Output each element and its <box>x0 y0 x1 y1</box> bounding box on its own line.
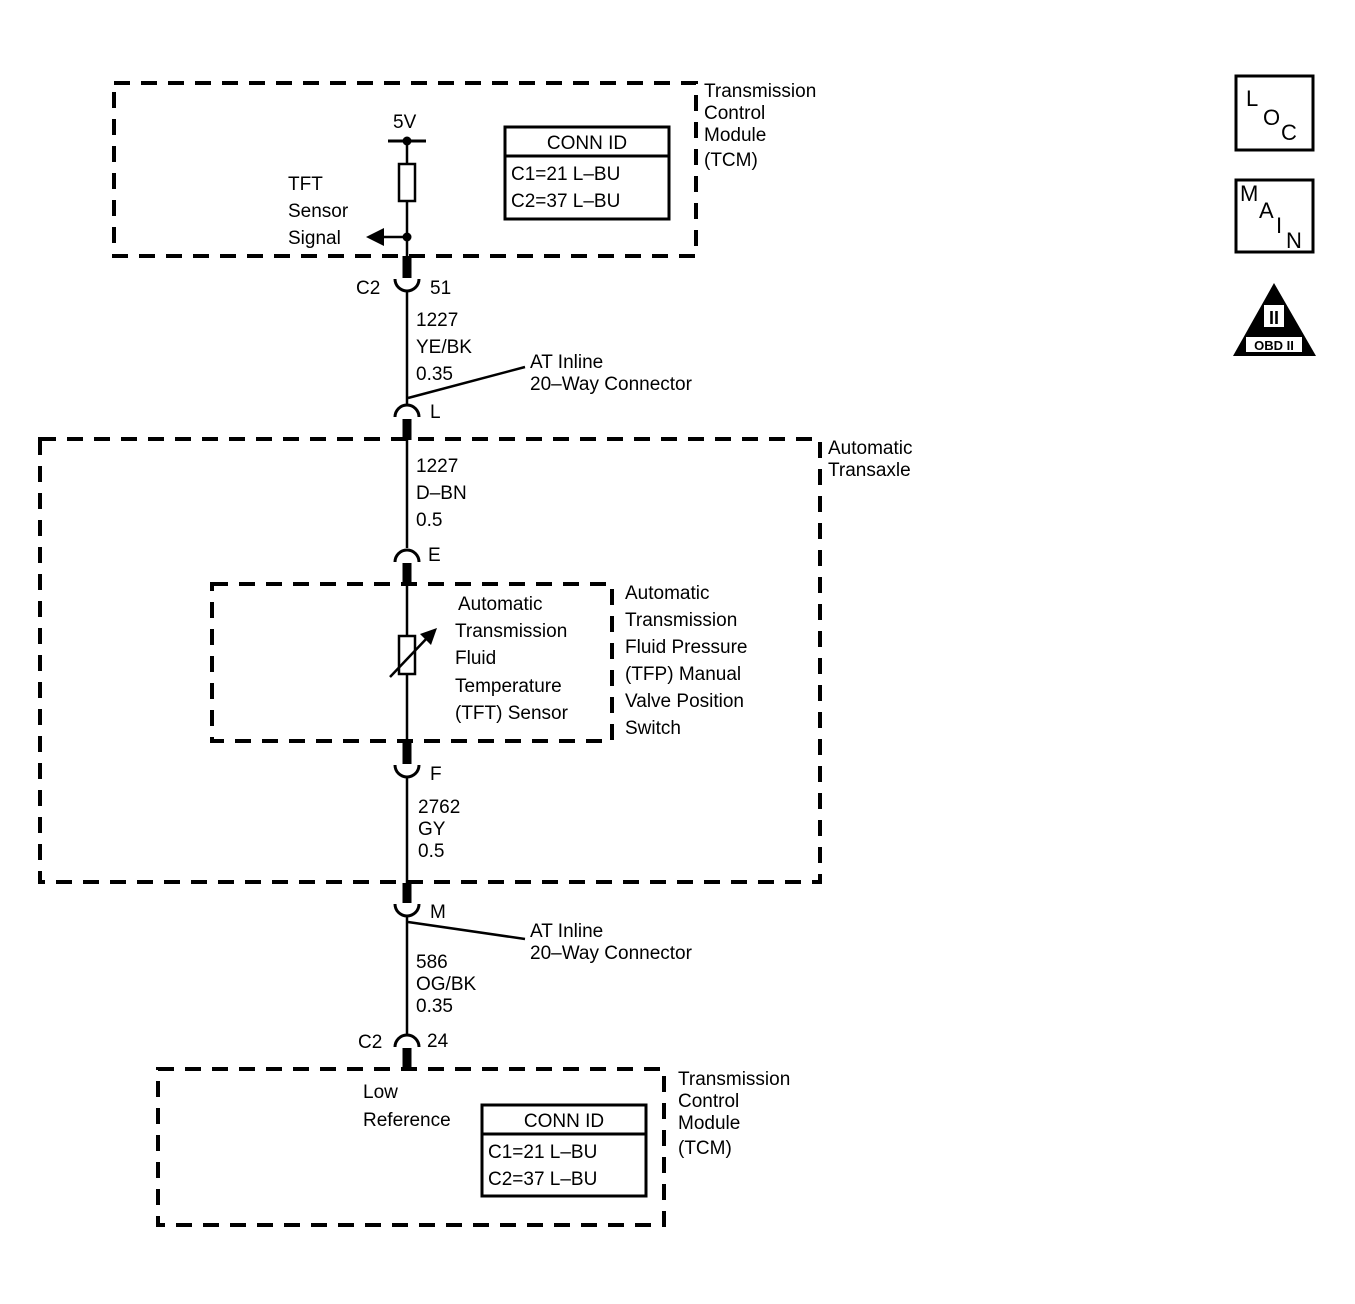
conn-id-row-2: C2=37 L–BU <box>511 191 620 212</box>
tft-sensor-label-4: Temperature <box>455 676 562 697</box>
svg-text:C: C <box>1281 120 1297 145</box>
connector-cup <box>393 278 421 293</box>
transaxle-wire-color: D–BN <box>416 483 467 504</box>
inline-connector-2-pin: M <box>430 902 446 923</box>
pin-f-cup <box>393 764 421 779</box>
tcm-bottom-pin: 24 <box>427 1031 449 1052</box>
svg-text:OBD II: OBD II <box>1254 338 1294 353</box>
tcm-bottom-title-line-1: Transmission <box>678 1069 790 1090</box>
tcm-bottom-connector-id: C2 <box>358 1032 382 1053</box>
conn-id-row-1: C1=21 L–BU <box>511 164 620 185</box>
svg-text:O: O <box>1263 105 1280 130</box>
tcm-top-title-line-4: (TCM) <box>704 150 758 171</box>
transaxle-wire-2-size: 0.5 <box>418 841 444 862</box>
svg-text:II: II <box>1269 308 1279 328</box>
tcm-top-title-line-2: Control <box>704 103 765 124</box>
tfp-switch-label-2: Transmission <box>625 610 737 631</box>
pull-up-resistor <box>397 162 417 203</box>
transaxle-pin-top: E <box>428 545 441 566</box>
transaxle-boundary <box>38 437 822 884</box>
tft-sensor-label-3: Fluid <box>455 648 496 669</box>
tcm-top-conn-id-table: CONN ID C1=21 L–BU C2=37 L–BU <box>503 125 671 221</box>
wire-3-color: OG/BK <box>416 974 477 995</box>
low-reference-label-1: Low <box>363 1082 398 1103</box>
wire-1-size: 0.35 <box>416 364 453 385</box>
wire-3: 586 OG/BK 0.35 <box>405 916 477 1034</box>
loc-icon[interactable]: L O C <box>1234 74 1315 152</box>
tcm-top-title-line-3: Module <box>704 125 766 146</box>
svg-text:M: M <box>1240 181 1258 206</box>
wire-1-circuit: 1227 <box>416 310 458 331</box>
signal-label-line-2: Sensor <box>288 201 349 222</box>
inline-connector-1-pin: L <box>430 402 441 423</box>
signal-label-line-1: TFT <box>288 174 323 195</box>
transaxle-wire-2-circuit: 2762 <box>418 797 460 818</box>
svg-text:A: A <box>1259 198 1274 223</box>
main-icon[interactable]: M A I N <box>1234 178 1315 254</box>
transaxle-wire-circuit: 1227 <box>416 456 458 477</box>
pin-e-cap <box>393 548 421 563</box>
tft-sensor-label-5: (TFT) Sensor <box>455 703 569 724</box>
inline-connector-1-label-2: 20–Way Connector <box>530 374 693 395</box>
connector-cup <box>393 903 421 918</box>
transaxle-wire-2-color: GY <box>418 819 446 840</box>
conn-id-header: CONN ID <box>524 1111 604 1132</box>
inline-connector-2-label-2: 20–Way Connector <box>530 943 693 964</box>
tcm-bottom-title-line-3: Module <box>678 1113 740 1134</box>
tcm-top-connector-id: C2 <box>356 278 380 299</box>
transaxle-title-line-2: Transaxle <box>828 460 911 481</box>
tft-sensor-label-1: Automatic <box>458 594 542 615</box>
tcm-bottom-module: C2 24 Low Reference CONN ID C1=21 L–BU C… <box>156 1031 790 1227</box>
transaxle: Automatic Transaxle 1227 D–BN 0.5 E Auto… <box>38 437 912 884</box>
leader-line <box>407 920 526 941</box>
tcm-bottom-boundary <box>156 1067 666 1227</box>
wire-1: 1227 YE/BK 0.35 <box>405 290 472 404</box>
tcm-top-connector: C2 51 <box>356 256 451 299</box>
connector-cap <box>393 403 421 418</box>
svg-text:I: I <box>1276 213 1282 238</box>
transaxle-wire-size: 0.5 <box>416 510 442 531</box>
tfp-switch-label-3: Fluid Pressure <box>625 637 748 658</box>
conn-id-row-2: C2=37 L–BU <box>488 1169 597 1190</box>
tcm-top-module: Transmission Control Module (TCM) 5V TFT… <box>112 81 816 258</box>
supply-voltage-label: 5V <box>393 112 417 133</box>
tfp-switch-label-4: (TFP) Manual <box>625 664 741 685</box>
transaxle-pin-bottom: F <box>430 764 442 785</box>
inline-connector-1-label-1: AT Inline <box>530 352 603 373</box>
obd-ii-icon[interactable]: II OBD II <box>1233 283 1316 356</box>
tfp-switch-label-6: Switch <box>625 718 681 739</box>
inline-connector-2-label-1: AT Inline <box>530 921 603 942</box>
tcm-bottom-title-line-4: (TCM) <box>678 1138 732 1159</box>
conn-id-header: CONN ID <box>547 133 627 154</box>
tft-sensor-boundary <box>210 582 614 743</box>
tcm-bottom-conn-id-table: CONN ID C1=21 L–BU C2=37 L–BU <box>480 1103 648 1198</box>
tfp-switch-label-5: Valve Position <box>625 691 744 712</box>
tcm-top-title-line-1: Transmission <box>704 81 816 102</box>
svg-text:N: N <box>1286 228 1302 253</box>
tcm-bottom-title-line-2: Control <box>678 1091 739 1112</box>
inline-connector-1: AT Inline 20–Way Connector L <box>393 352 693 440</box>
tfp-switch-label-1: Automatic <box>625 583 709 604</box>
signal-label-line-3: Signal <box>288 228 341 249</box>
wire-3-circuit: 586 <box>416 952 448 973</box>
svg-text:L: L <box>1246 86 1258 111</box>
transaxle-title-line-1: Automatic <box>828 438 912 459</box>
variable-arrow-icon <box>420 628 437 645</box>
connector-cap <box>393 1033 421 1048</box>
tcm-top-pin: 51 <box>430 278 451 299</box>
low-reference-label-2: Reference <box>363 1110 451 1131</box>
signal-arrow-icon <box>366 228 384 246</box>
wire-1-color: YE/BK <box>416 337 472 358</box>
inline-connector-2: M AT Inline 20–Way Connector <box>393 883 693 964</box>
leader-line <box>407 365 526 400</box>
wire-3-size: 0.35 <box>416 996 453 1017</box>
tft-sensor-label-2: Transmission <box>455 621 567 642</box>
conn-id-row-1: C1=21 L–BU <box>488 1142 597 1163</box>
